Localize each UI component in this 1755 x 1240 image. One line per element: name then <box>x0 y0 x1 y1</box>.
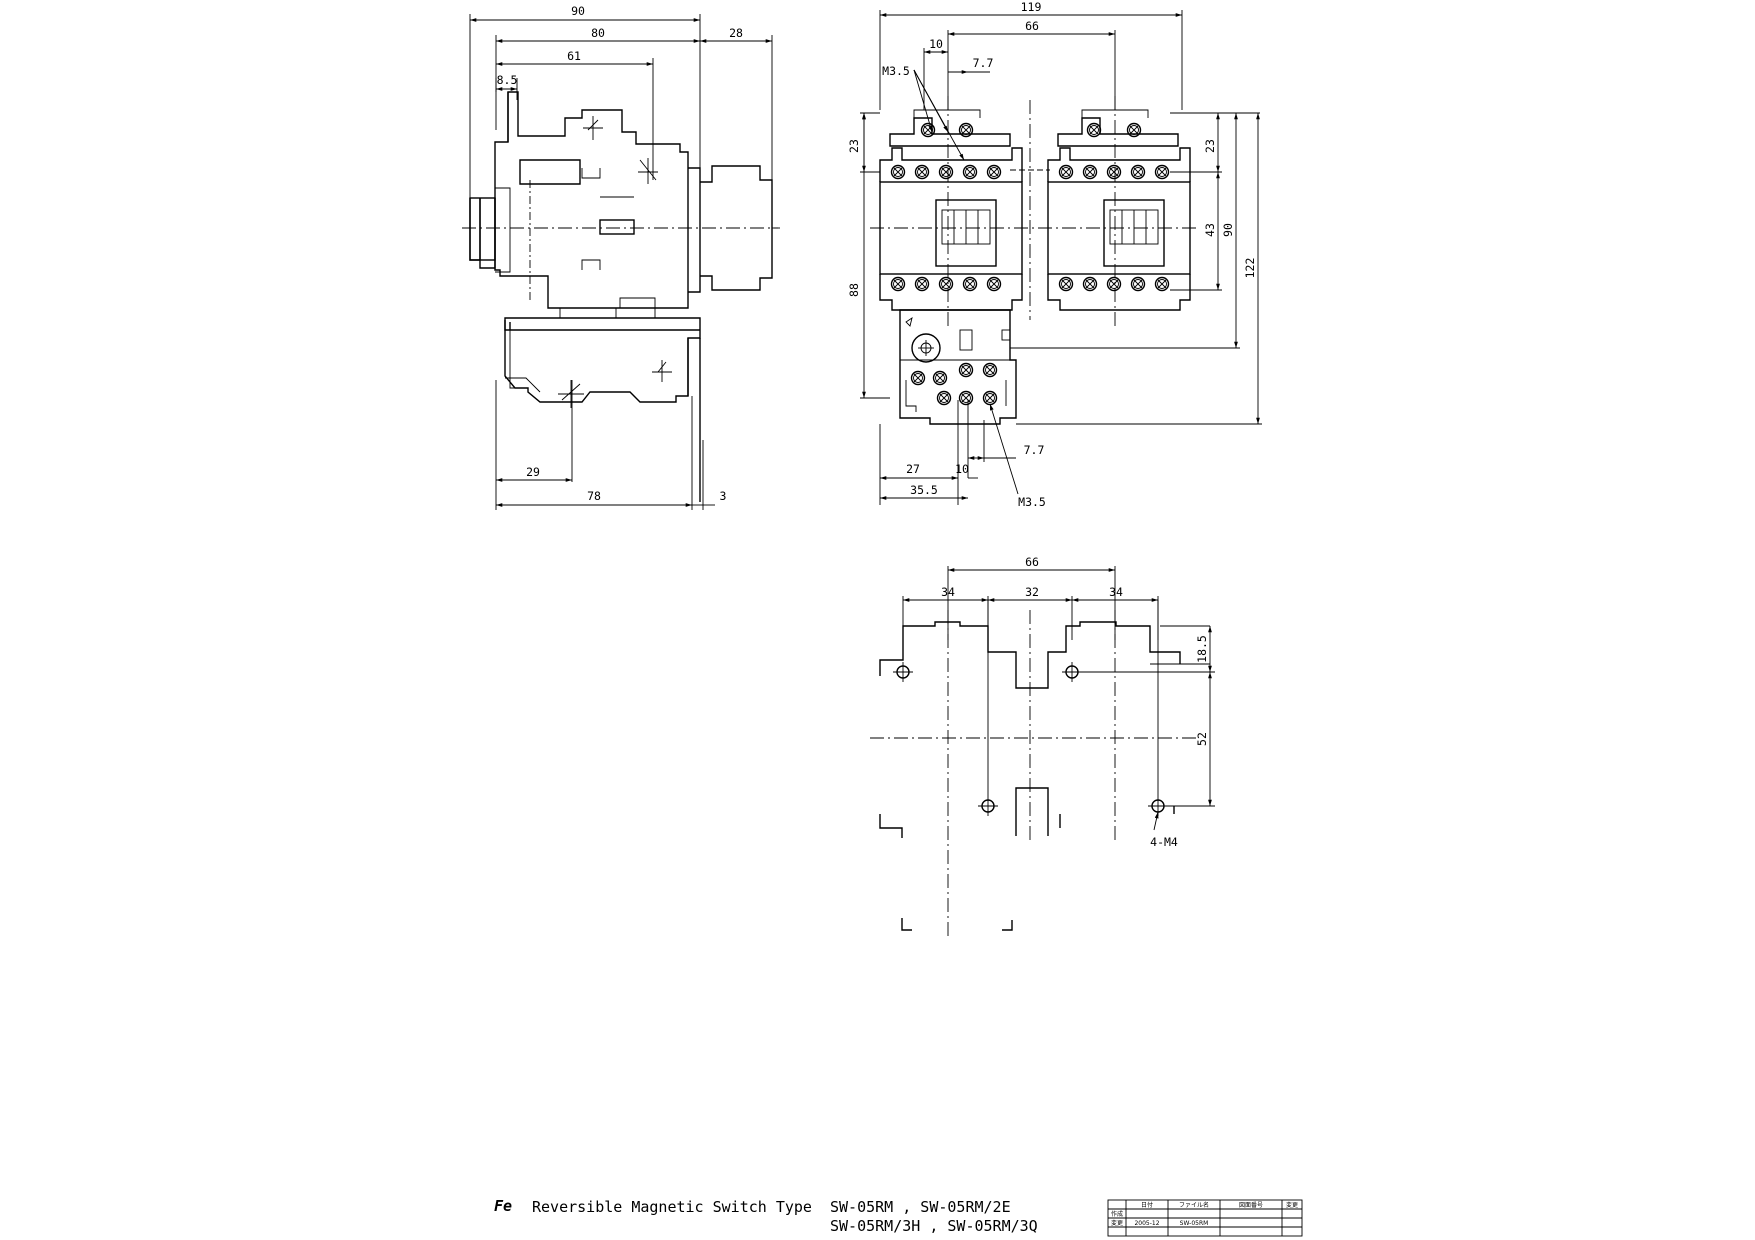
dim-23-left: 23 <box>847 139 861 153</box>
side-view: 90 80 28 61 8.5 <box>462 4 780 510</box>
dim-61: 61 <box>567 49 581 63</box>
dim-7-7: 7.7 <box>973 56 994 70</box>
dim-10-bottom: 10 <box>955 462 969 476</box>
label-m3-5-bottom: M3.5 <box>1018 495 1046 509</box>
label-4-m4: 4-M4 <box>1150 835 1178 849</box>
drawing-title: Reversible Magnetic Switch Type <box>532 1198 812 1216</box>
dim-66: 66 <box>1025 19 1039 33</box>
dim-78: 78 <box>587 489 601 503</box>
header-change: 変更 <box>1286 1201 1298 1209</box>
dim-32: 32 <box>1025 585 1039 599</box>
label-m3-5: M3.5 <box>882 64 910 78</box>
model-line-2: SW-05RM/3H , SW-05RM/3Q <box>830 1217 1038 1235</box>
header-date: 日付 <box>1141 1201 1153 1209</box>
dim-34-left: 34 <box>941 585 955 599</box>
model-line-1: SW-05RM , SW-05RM/2E <box>830 1198 1011 1216</box>
dim-3: 3 <box>720 489 727 503</box>
dim-119: 119 <box>1021 0 1042 14</box>
dim-88: 88 <box>847 283 861 297</box>
dim-35-5: 35.5 <box>910 483 938 497</box>
dim-28: 28 <box>729 26 743 40</box>
table-date: 2005-12 <box>1134 1220 1159 1227</box>
dim-66-mount: 66 <box>1025 555 1039 569</box>
front-view: 119 66 10 7.7 M3.5 23 88 23 43 90 122 <box>847 0 1262 509</box>
row-created-label: 作成 <box>1111 1210 1123 1218</box>
fe-logo: Fe <box>494 1197 512 1215</box>
dim-18-5: 18.5 <box>1195 635 1209 663</box>
dim-52: 52 <box>1195 732 1209 746</box>
mounting-view: 66 34 32 34 18.5 52 <box>870 555 1215 940</box>
dim-80: 80 <box>591 26 605 40</box>
header-file: ファイル名 <box>1179 1201 1209 1209</box>
row-changed-label: 変更 <box>1111 1219 1123 1227</box>
dim-34-right: 34 <box>1109 585 1123 599</box>
dim-7-7-bottom: 7.7 <box>1024 443 1045 457</box>
dim-43: 43 <box>1203 223 1217 237</box>
dim-23-right: 23 <box>1203 139 1217 153</box>
dim-10: 10 <box>929 37 943 51</box>
dim-90-right: 90 <box>1221 223 1235 237</box>
dim-122: 122 <box>1243 258 1257 279</box>
dim-27: 27 <box>906 462 920 476</box>
title-block: Fe Reversible Magnetic Switch Type SW-05… <box>494 1197 1303 1237</box>
dim-8-5: 8.5 <box>497 73 518 87</box>
header-drawing-no: 図面番号 <box>1239 1202 1263 1209</box>
table-file: SW-05RM <box>1180 1220 1209 1227</box>
dim-90: 90 <box>571 4 585 18</box>
dim-29: 29 <box>526 465 540 479</box>
